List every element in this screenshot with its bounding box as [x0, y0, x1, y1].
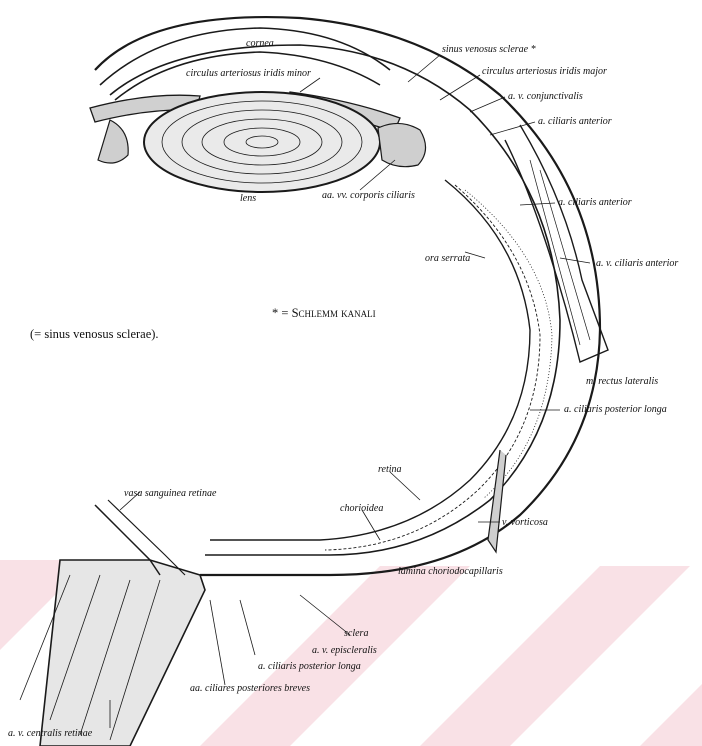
label-centralis-retinae: a. v. centralis retinae [8, 728, 92, 739]
label-ciliaris-post-longa-1: a. ciliaris posterior longa [564, 404, 667, 415]
vortex-vein [488, 450, 506, 552]
optic-nerve [20, 500, 205, 746]
label-vorticosa: v. vorticosa [502, 517, 548, 528]
rectus-muscle [505, 125, 608, 362]
schlemm-star: * = [272, 306, 288, 320]
schlemm-text: Schlemm kanalı [292, 306, 376, 320]
label-ciliaris-post-longa-2: a. ciliaris posterior longa [258, 661, 361, 672]
label-ciliares-breves: aa. ciliares posteriores breves [190, 683, 310, 694]
label-chorioidea: chorioidea [340, 503, 383, 514]
label-ciliaris-anterior-2: a. ciliaris anterior [558, 197, 632, 208]
label-sinus-venosus: sinus venosus sclerae * [442, 44, 536, 55]
cornea-shape [100, 28, 390, 100]
label-lamina: lamina choriodocapillaris [398, 566, 503, 577]
label-circulus-major: circulus arteriosus iridis major [482, 66, 607, 77]
label-corporis-ciliaris: aa. vv. corporis ciliaris [322, 190, 415, 201]
sinus-paren-note: (= sinus venosus sclerae). [30, 327, 159, 341]
lens-shape [144, 92, 380, 192]
label-cornea: cornea [246, 38, 274, 49]
label-vasa-sanguinea: vasa sanguinea retinae [124, 488, 216, 499]
label-sclera: sclera [344, 628, 368, 639]
label-ciliaris-anterior-1: a. ciliaris anterior [538, 116, 612, 127]
label-rectus-lateralis: m. rectus lateralis [586, 376, 658, 387]
label-lens: lens [240, 193, 256, 204]
label-ora-serrata: ora serrata [425, 253, 470, 264]
label-retina: retina [378, 464, 402, 475]
label-episcleralis: a. v. episcleralis [312, 645, 377, 656]
label-v-ciliaris-anterior: a. v. ciliaris anterior [596, 258, 678, 269]
label-conjunctivalis: a. v. conjunctivalis [508, 91, 583, 102]
label-circulus-minor: circulus arteriosus iridis minor [186, 68, 311, 79]
schlemm-note: * = Schlemm kanalı [272, 306, 376, 320]
